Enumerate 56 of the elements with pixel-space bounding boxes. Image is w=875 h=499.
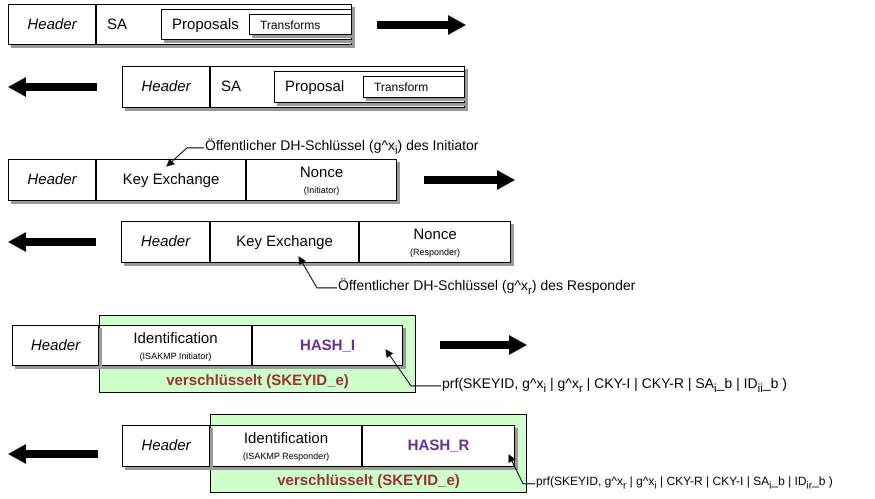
field-label: Key Exchange [122, 171, 220, 189]
region-label: verschlüsselt (SKEYID_e) [276, 472, 461, 489]
payload-field [210, 221, 359, 263]
payload-field [96, 159, 246, 201]
field-label: Identification [133, 330, 218, 348]
payload-field [161, 9, 352, 40]
field-label: Header [30, 336, 80, 354]
payload-field [210, 425, 362, 467]
field-label: Proposal [285, 78, 344, 96]
callout-text: Öffentlicher DH-Schlüssel (g^x$_{r}$) des Responder [338, 275, 636, 301]
callout-text: Öffentlicher DH-Schlüssel (g^x$_{i}$) des Initiator [205, 135, 478, 161]
payload-field [363, 76, 465, 98]
leader-line [298, 256, 338, 288]
encrypted-region [99, 315, 416, 393]
field-sublabel: (Responder) [410, 247, 460, 258]
header-field [8, 159, 96, 201]
field-label: Header [141, 437, 191, 455]
field-label: Nonce [413, 226, 457, 244]
payload-field [274, 71, 465, 103]
callout-text: prf(SKEYID, g^x$_{i}$ | g^x$_{r}$ | CKY-I | CKY-R | SA$_{i}$_b | ID$_{ii}$_b ) [442, 373, 787, 399]
header-field [121, 221, 210, 263]
leader-line [508, 454, 536, 484]
field-label: Header [27, 171, 77, 189]
field-label: SA [107, 16, 128, 34]
header-field [122, 425, 210, 467]
hash-field [252, 325, 403, 366]
field-label: Transform [374, 80, 428, 94]
field-sublabel: (Initiator) [304, 185, 340, 196]
field-label: Header [141, 78, 191, 96]
leader-line [166, 147, 204, 167]
leader-line [385, 349, 442, 386]
field-label: Header [140, 233, 190, 251]
payload-field [210, 66, 465, 108]
field-label: Header [27, 16, 77, 34]
field-label: Transforms [260, 17, 320, 32]
payload-field [246, 159, 397, 201]
field-label: Key Exchange [236, 233, 333, 251]
header-field [8, 4, 96, 45]
field-label: Identification [244, 430, 328, 448]
field-label: Proposals [172, 16, 239, 34]
header-field [12, 325, 99, 366]
field-label: HASH_I [300, 336, 355, 354]
region-label: verschlüsselt (SKEYID_e) [165, 372, 350, 389]
payload-field [96, 4, 352, 45]
payload-field [359, 221, 511, 263]
header-field [122, 66, 210, 108]
callout-text: prf(SKEYID, g^x$_{r}$ | g^x$_{i}$ | CKY-R | CKY-I | SA$_{i}$_b | ID$_{ir}$_b ) [536, 471, 833, 496]
payload-field [249, 14, 352, 35]
hash-field [362, 425, 515, 467]
field-label: HASH_R [408, 437, 470, 455]
field-label: Nonce [300, 164, 344, 182]
field-label: SA [221, 78, 242, 96]
payload-field [99, 325, 252, 366]
encrypted-region [210, 414, 527, 493]
field-sublabel: (ISAKMP Responder) [242, 451, 330, 462]
field-sublabel: (ISAKMP Initiator) [140, 350, 212, 362]
